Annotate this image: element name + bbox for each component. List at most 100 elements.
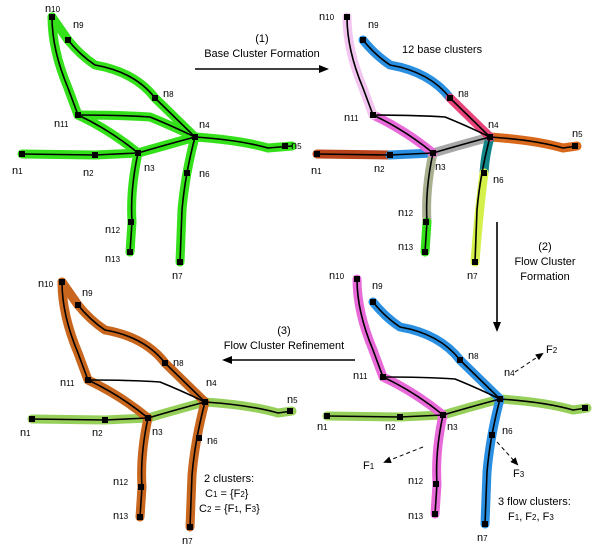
svg-text:n3: n3: [435, 161, 446, 173]
step1-arrow: (1) Base Cluster Formation: [195, 33, 329, 73]
label-n11: n11: [54, 118, 69, 130]
svg-text:n6: n6: [493, 174, 504, 186]
flow-label-f3: F3: [513, 468, 525, 480]
node-n11: [370, 112, 376, 118]
label-n10: n10: [45, 3, 61, 15]
step3-arrow: (3) Flow Cluster Refinement: [222, 325, 355, 364]
node-n2: [92, 152, 98, 158]
flow-label-f1: F1: [363, 460, 375, 472]
flow-clusters-caption-line2: F1, F2, F3: [508, 511, 554, 523]
svg-text:n2: n2: [92, 427, 103, 439]
node-n4: [192, 134, 198, 140]
svg-text:n13: n13: [408, 510, 424, 522]
svg-text:n7: n7: [477, 532, 488, 544]
node-n7: [472, 259, 478, 265]
step2-arrow: (2) Flow Cluster Formation: [493, 222, 576, 332]
svg-text:n4: n4: [504, 367, 515, 379]
svg-text:n2: n2: [374, 163, 385, 175]
label-n3: n3: [144, 162, 155, 174]
svg-text:n11: n11: [353, 370, 368, 382]
label-n12: n12: [105, 224, 121, 236]
node-n13: [422, 249, 428, 255]
svg-text:n8: n8: [173, 357, 184, 369]
svg-text:n12: n12: [398, 207, 414, 219]
nodes: [19, 14, 288, 265]
svg-text:n10: n10: [38, 278, 54, 290]
step1-label: Base Cluster Formation: [204, 48, 320, 60]
label-n6: n6: [199, 168, 210, 180]
node-n7: [177, 259, 183, 265]
node-n10: [49, 14, 55, 20]
svg-text:n13: n13: [113, 510, 129, 522]
svg-text:n5: n5: [287, 394, 298, 406]
node-labels: n1 n2 n3 n4 n5 n6 n7 n8 n9 n10 n11 n12 n…: [12, 3, 302, 282]
panel-refined-clusters: n1 n2 n3 n4 n5 n6 n7 n8 n9 n10 n11 n12 n…: [20, 277, 298, 547]
node-n4: [487, 134, 493, 140]
refined-caption-line1: 2 clusters:: [204, 473, 254, 485]
svg-text:n1: n1: [317, 421, 328, 433]
flow-direction-arrows: [383, 352, 544, 466]
node-n8: [447, 95, 453, 101]
svg-text:n12: n12: [113, 476, 129, 488]
refined-cluster-highlights: [27, 277, 297, 532]
svg-text:n4: n4: [488, 119, 499, 131]
node-n5: [572, 143, 578, 149]
panel-original-network: n1 n2 n3 n4 n5 n6 n7 n8 n9 n10 n11 n12 n…: [12, 3, 302, 282]
label-n7: n7: [172, 270, 183, 282]
base-clusters-caption: 12 base clusters: [402, 44, 483, 56]
label-n4: n4: [199, 119, 210, 131]
svg-text:n10: n10: [329, 270, 345, 282]
nodes: [314, 14, 578, 265]
node-labels: n1 n2 n3 n4 n5 n6 n7 n8 n9 n10 n11 n12 n…: [20, 278, 298, 547]
svg-text:n3: n3: [152, 426, 163, 438]
svg-text:n12: n12: [408, 475, 424, 487]
node-n3: [430, 150, 436, 156]
node-labels: n1 n2 n3 n4 n5 n6 n7 n8 n9 n10 n11 n12 n…: [317, 270, 515, 544]
svg-text:n7: n7: [182, 535, 193, 547]
panel-base-clusters: n1 n2 n3 n4 n5 n6 n7 n8 n9 n10 n11 n12 n…: [311, 11, 583, 282]
label-n13: n13: [105, 253, 121, 265]
step3-number: (3): [277, 325, 290, 337]
node-n12: [128, 219, 134, 225]
step1-number: (1): [255, 33, 268, 45]
label-n2: n2: [83, 167, 94, 179]
svg-text:n11: n11: [60, 377, 75, 389]
svg-text:n6: n6: [502, 425, 513, 437]
roads: [21, 16, 293, 263]
svg-text:n9: n9: [82, 287, 93, 299]
flow-clusters-caption-line1: 3 flow clusters:: [498, 496, 571, 508]
svg-text:n3: n3: [447, 421, 458, 433]
label-n1: n1: [12, 165, 23, 177]
roads: [31, 281, 293, 528]
node-labels: n1 n2 n3 n4 n5 n6 n7 n8 n9 n10 n11 n12 n…: [311, 11, 583, 282]
node-n9: [360, 37, 366, 43]
flow-label-f2: F2: [546, 344, 558, 356]
svg-text:n13: n13: [398, 241, 414, 253]
node-n10: [344, 14, 350, 20]
label-n9: n9: [73, 19, 84, 31]
refined-caption-line3: C2 = {F1, F3}: [199, 503, 260, 515]
svg-text:n5: n5: [572, 128, 583, 140]
nodes: [324, 276, 588, 527]
nodes: [29, 279, 293, 530]
node-n11: [75, 112, 81, 118]
step2-label-line1: Flow Cluster: [514, 256, 575, 268]
svg-text:n8: n8: [458, 88, 469, 100]
svg-text:n1: n1: [311, 165, 322, 177]
node-n6: [184, 170, 190, 176]
node-n9: [65, 37, 71, 43]
node-n12: [423, 219, 429, 225]
step2-label-line2: Formation: [520, 271, 570, 283]
node-n1: [19, 151, 25, 157]
refined-caption-line2: C1 = {F2}: [205, 488, 249, 500]
svg-text:n9: n9: [368, 19, 379, 31]
svg-text:n11: n11: [344, 112, 359, 124]
node-n6: [481, 170, 487, 176]
svg-text:n7: n7: [467, 270, 478, 282]
svg-text:n8: n8: [468, 350, 479, 362]
label-n8: n8: [163, 88, 174, 100]
svg-text:n6: n6: [207, 435, 218, 447]
node-n1: [314, 151, 320, 157]
svg-text:n4: n4: [206, 377, 217, 389]
